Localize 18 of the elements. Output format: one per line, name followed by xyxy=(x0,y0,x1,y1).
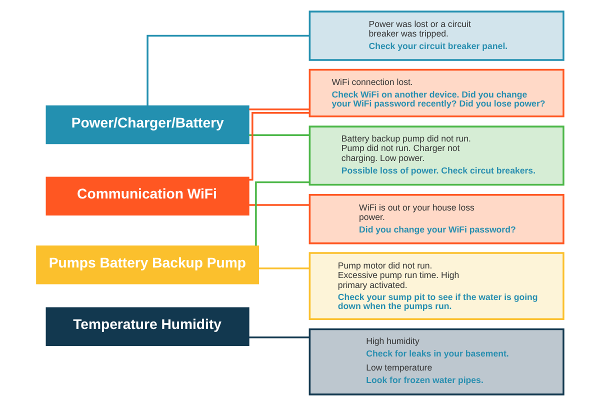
node-box: Power/Charger/Battery xyxy=(46,105,250,144)
node-box: Power was lost or a circuit breaker was tripped. Check your circuit breaker panel. xyxy=(308,10,564,61)
connector xyxy=(249,134,310,136)
node-box: Communication WiFi xyxy=(46,176,250,216)
node-box: WiFi is out or your house loss power. Did you change your WiFi password? xyxy=(308,194,564,244)
connector xyxy=(249,108,310,110)
connector xyxy=(248,112,310,181)
connector xyxy=(249,204,310,206)
connector xyxy=(249,336,310,338)
node-box: WiFi connection lost. Check WiFi on another device. Did you change your WiFi password recently? Did you lose power? xyxy=(308,68,564,118)
node-box: Temperature Humidity xyxy=(46,307,250,346)
node-box: Pumps Battery Backup Pump xyxy=(36,246,260,284)
node-box: High humidity Check for leaks in your basement. Low temperature Look for frozen water pipes. xyxy=(308,328,564,396)
connector xyxy=(258,268,310,270)
node-box: Pump motor did not run. Excessive pump run time. High primary activated. Check your sump pit to see if the water is going down when the pumps run. xyxy=(308,252,564,320)
connector xyxy=(255,181,310,246)
node-box: Battery backup pump did not run. Pump did not run. Charger not charging. Low power. Possible loss of power. Check circut breakers. xyxy=(308,126,564,186)
connector xyxy=(146,34,310,106)
